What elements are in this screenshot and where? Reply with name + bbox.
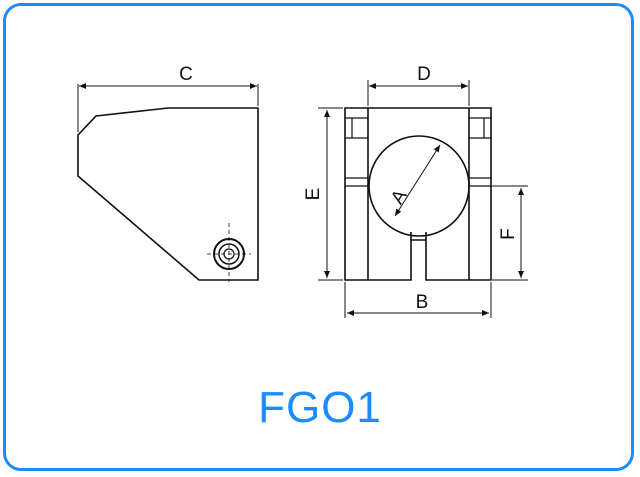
dimension-c-label: C [179,64,193,85]
front-view [318,80,528,318]
side-view [77,83,259,282]
dimension-f-label: F [498,228,519,240]
dimension-d-label: D [417,64,431,85]
dimension-e-label: E [303,188,324,201]
dimension-a-line [394,144,441,217]
bore-circle [368,135,470,237]
dimension-b-label: B [416,292,429,313]
side-view-outline [77,107,259,281]
model-title: FGO1 [258,383,382,432]
screw-icon [207,223,251,282]
diagram-frame [3,3,634,471]
dimension-a-label: A [387,186,412,208]
